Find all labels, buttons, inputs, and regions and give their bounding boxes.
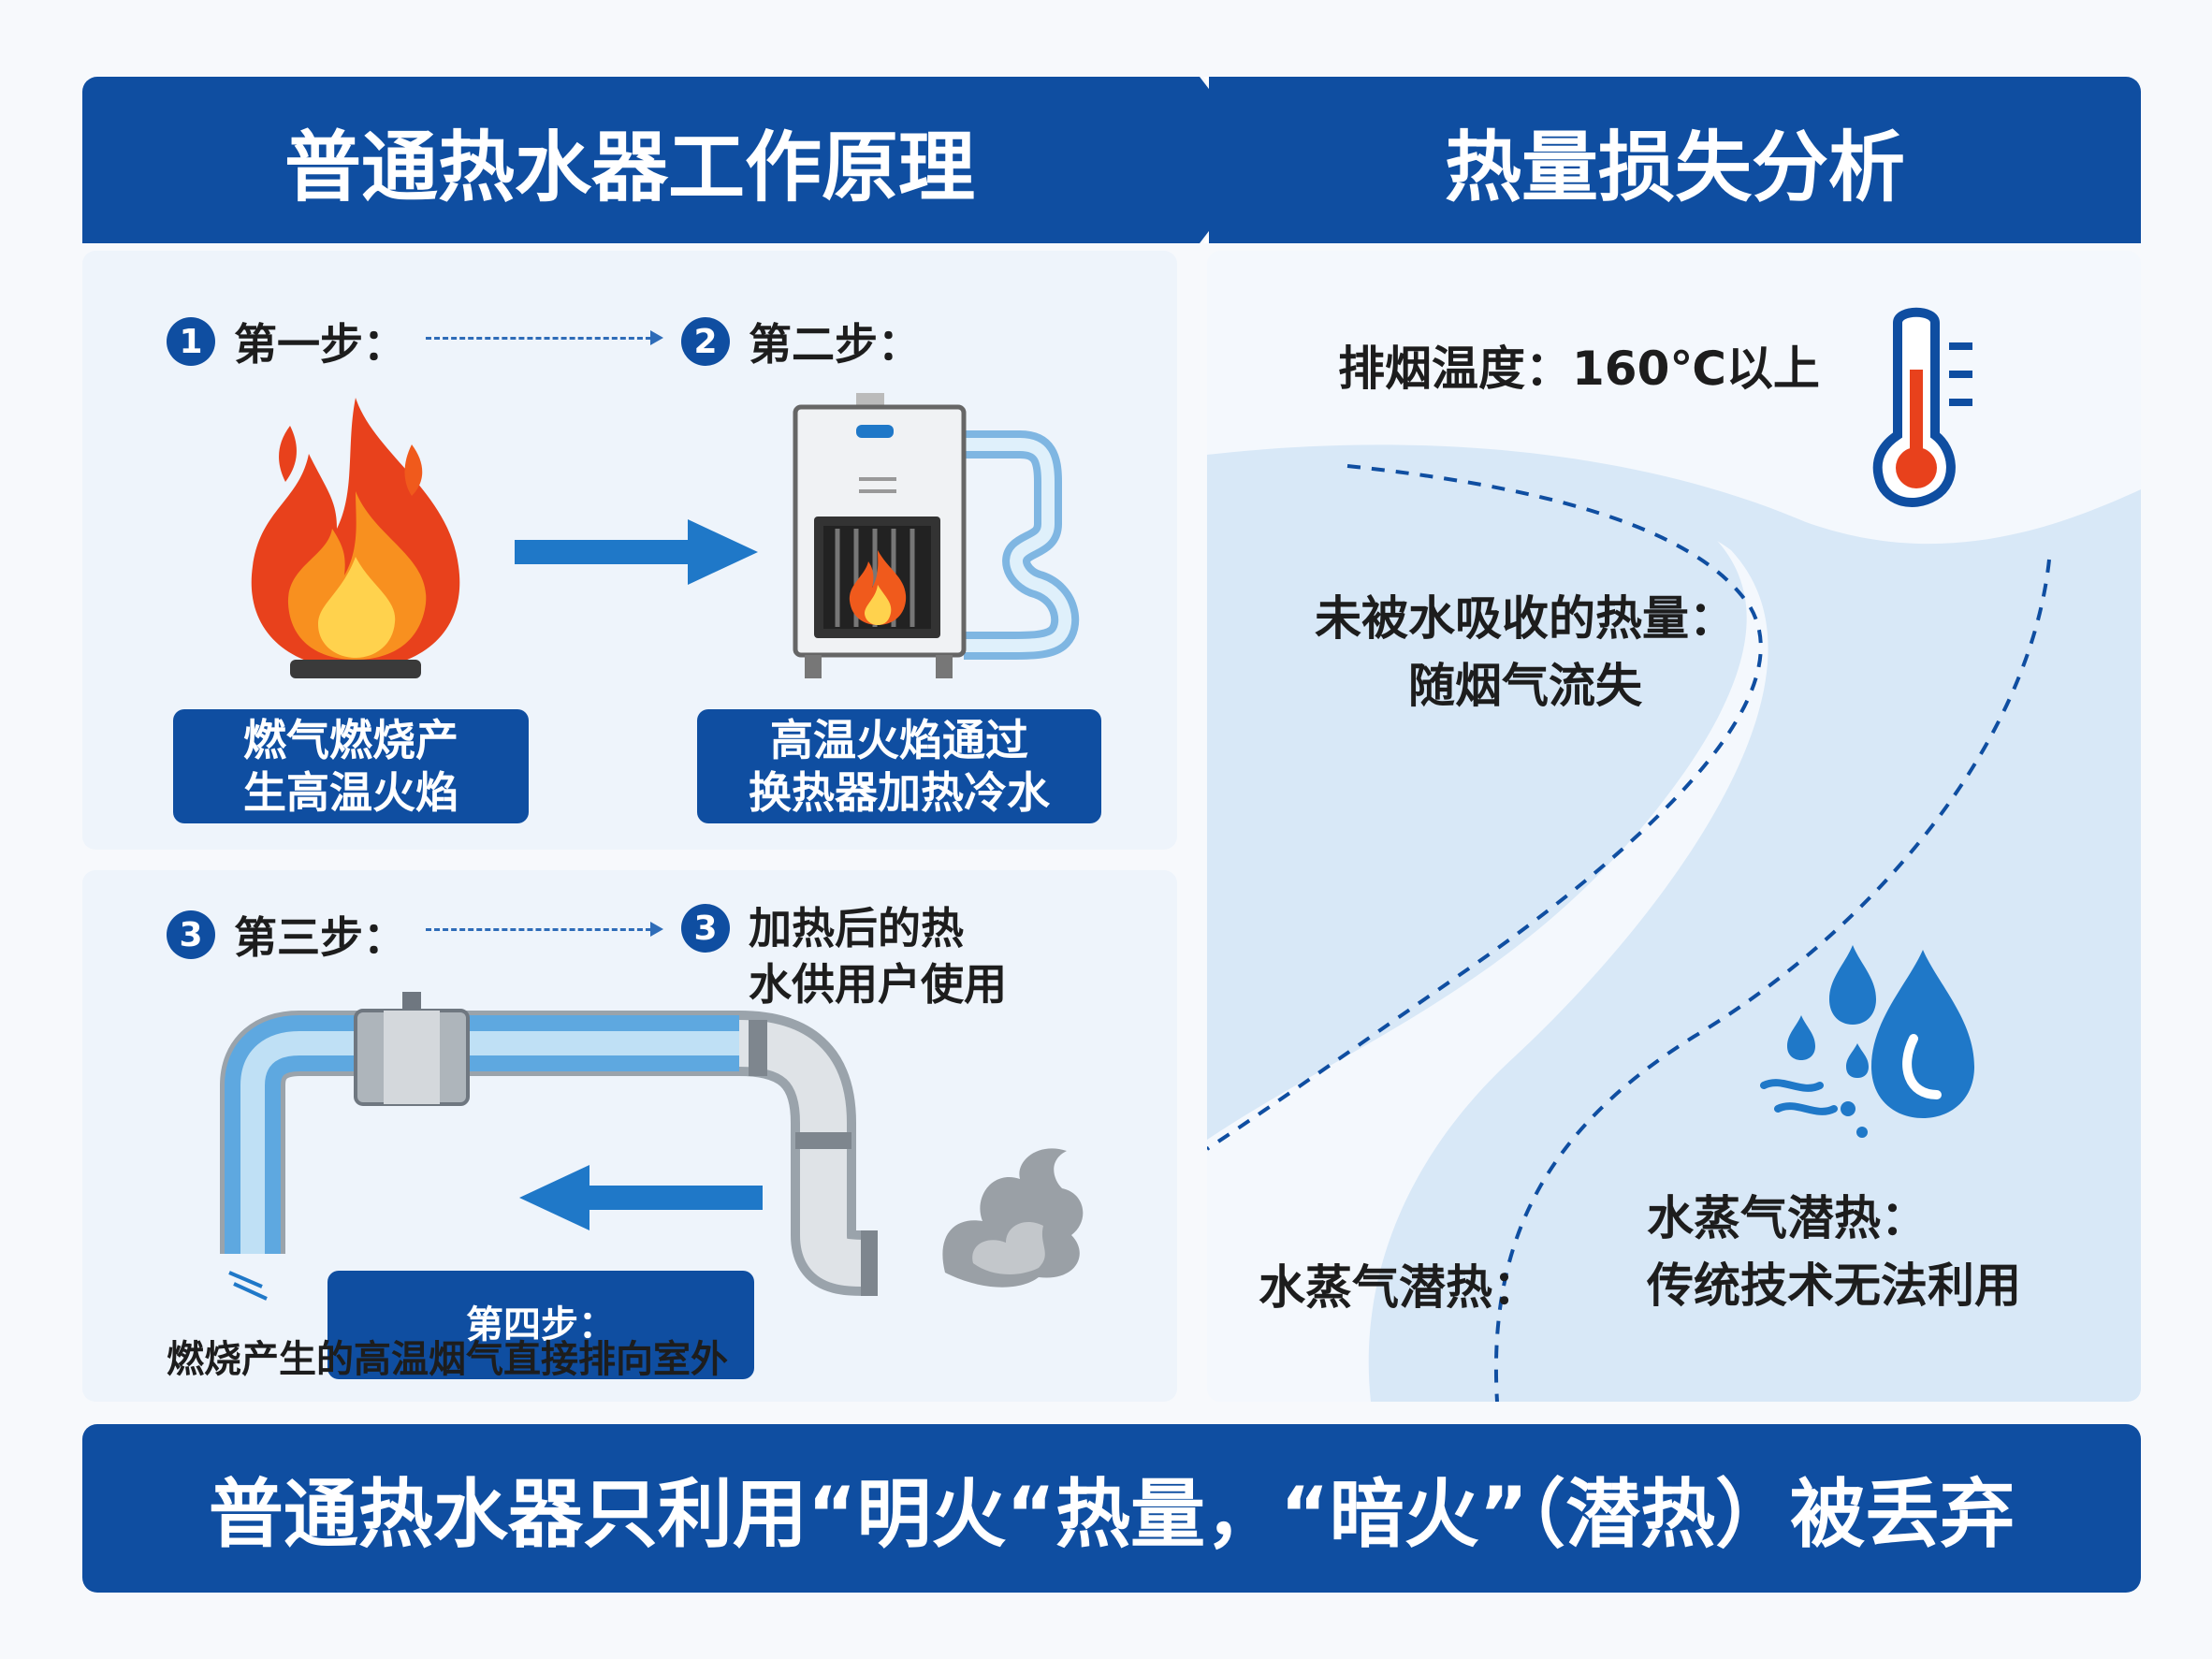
water-heater-icon (793, 393, 1080, 678)
step3-number: 3 (167, 910, 215, 959)
arrow-left-icon (519, 1165, 763, 1230)
unabsorbed-heat-text: 未被水吸收的热量： 随烟气流失 (1315, 591, 1736, 713)
exhaust-temp-text: 排烟温度：160℃以上 (1338, 342, 1820, 396)
left-header: 普通热水器工作原理 (82, 77, 1177, 243)
right-header: 热量损失分析 (1209, 77, 2141, 243)
step4-caption: 第四步： (327, 1271, 754, 1379)
step1-label: 1 第一步： (167, 311, 406, 372)
step4-caption-text: 燃烧产生的高温烟气直接排向室外 (167, 1338, 728, 1381)
vapor-latent-heat-right: 水蒸气潜热： 传统技术无法利用 (1647, 1191, 2021, 1313)
heat-flow-river (1207, 444, 2141, 1402)
step1-number: 1 (167, 317, 215, 366)
step3-label: 3 第三步： (167, 904, 406, 966)
flame-icon (251, 398, 460, 678)
right-panel (1207, 251, 2141, 1402)
step1-caption: 燃气燃烧产 生高温火焰 (173, 709, 529, 823)
step3b-number: 3 (681, 904, 730, 953)
summary-text: 普通热水器只利用“明火“热量，“暗火”（潜热）被丢弃 (208, 1471, 2016, 1558)
step2-label: 2 第二步： (681, 311, 921, 372)
right-header-title: 热量损失分析 (1444, 123, 1905, 212)
water-drops-icon (1760, 945, 1974, 1138)
step1-text: 第一步： (234, 319, 406, 370)
step4-label-text: 第四步： (466, 1303, 616, 1346)
step1-caption-text: 燃气燃烧产 生高温火焰 (243, 715, 458, 818)
step1-dashed-arrow (426, 330, 663, 345)
step3-dashed-arrow (426, 922, 663, 937)
left-header-title: 普通热水器工作原理 (284, 123, 975, 212)
pipe-icon (220, 992, 878, 1301)
step3b-text: 加热后的热 水供用户使用 (749, 903, 1007, 1010)
arrow-right-icon (515, 519, 758, 585)
step3b-label: 3 加热后的热 水供用户使用 (681, 903, 1007, 1012)
thermometer-icon (1872, 307, 1972, 508)
step2-caption: 高温火焰通过 换热器加热冷水 (697, 709, 1101, 823)
step2-number: 2 (681, 317, 730, 366)
smoke-icon (942, 1148, 1084, 1288)
step2-caption-text: 高温火焰通过 换热器加热冷水 (749, 715, 1050, 818)
vapor-latent-heat-left: 水蒸气潜热： (1259, 1260, 1539, 1315)
summary-footer: 普通热水器只利用“明火“热量，“暗火”（潜热）被丢弃 (82, 1424, 2141, 1593)
step2-text: 第二步： (749, 319, 921, 370)
step3-text: 第三步： (234, 912, 406, 963)
